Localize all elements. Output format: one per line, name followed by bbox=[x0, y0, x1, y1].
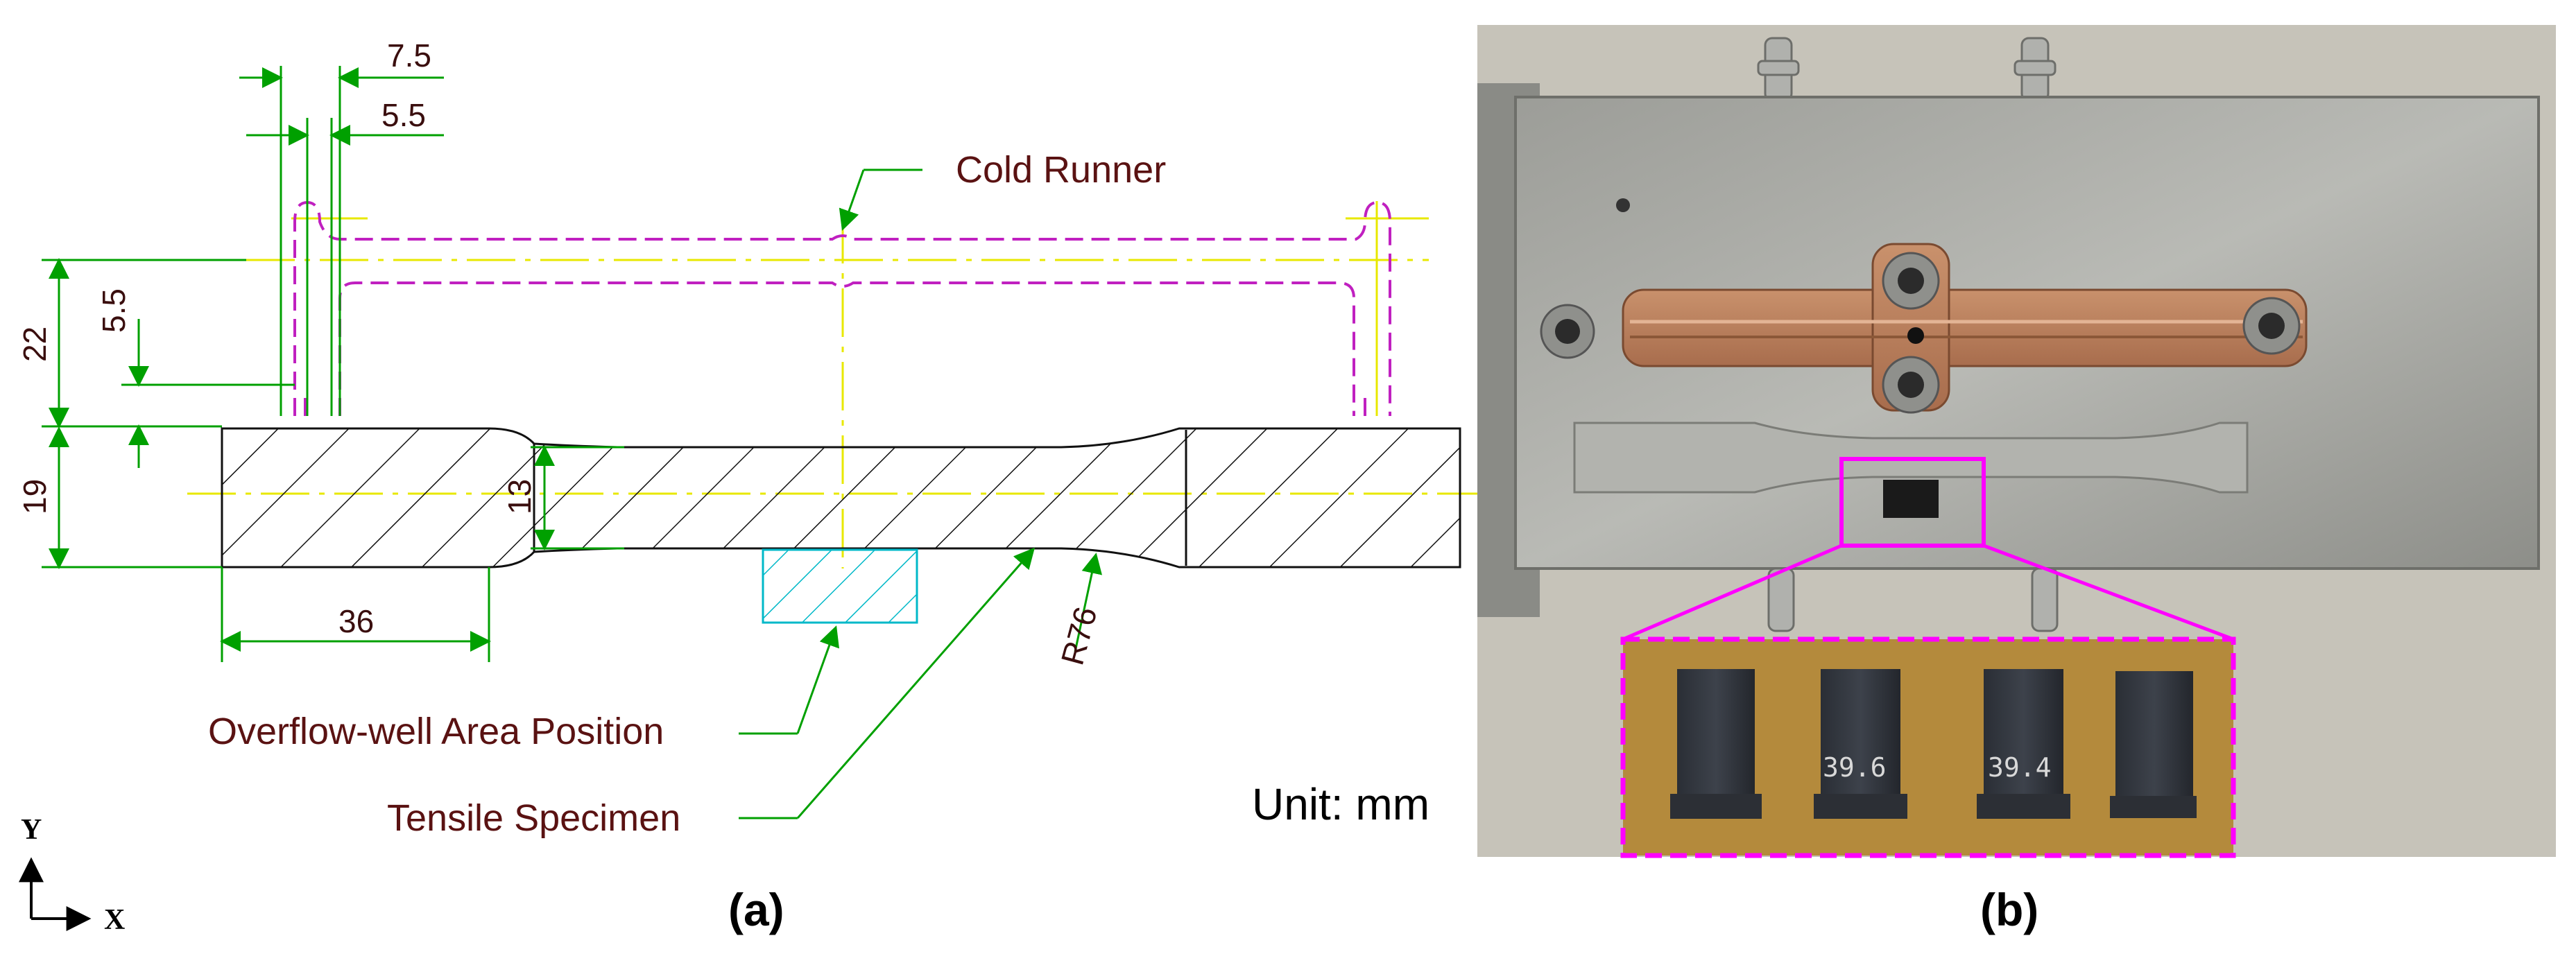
axis-indicator: Y X bbox=[18, 814, 125, 936]
dim-13: 13 bbox=[501, 479, 538, 514]
axis-x-label: X bbox=[104, 904, 125, 936]
unit-label: Unit: mm bbox=[1252, 779, 1429, 829]
overflow-samples: 39.6 39.4 bbox=[1670, 669, 2197, 819]
dim-22: 22 bbox=[17, 327, 53, 362]
zoom-line-left bbox=[1622, 544, 1842, 641]
caption-a: (a) bbox=[728, 884, 784, 935]
inset-dashed-border bbox=[1620, 636, 2236, 858]
tensile-specimen-shape bbox=[221, 427, 1461, 569]
label-overflow-well: Overflow-well Area Position bbox=[208, 711, 664, 752]
dim-36: 36 bbox=[338, 603, 374, 639]
sample-3: 39.4 bbox=[1977, 669, 2070, 819]
overflow-well-area bbox=[762, 548, 918, 624]
screws bbox=[1540, 252, 2301, 414]
dim-19: 19 bbox=[17, 479, 53, 514]
top-bolts bbox=[1757, 37, 2056, 102]
zoom-line-right bbox=[1983, 544, 2234, 641]
dim-5-5-top: 5.5 bbox=[381, 97, 426, 133]
sample-2-mark: 39.6 bbox=[1823, 752, 1887, 783]
label-tensile-specimen: Tensile Specimen bbox=[387, 797, 680, 839]
overflow-well-photo bbox=[1883, 480, 1939, 518]
dim-5-5-left: 5.5 bbox=[96, 288, 132, 333]
dim-7-5: 7.5 bbox=[387, 37, 431, 73]
label-cold-runner: Cold Runner bbox=[956, 149, 1166, 191]
axis-y-label: Y bbox=[21, 814, 42, 846]
dim-r76: R76 bbox=[1054, 603, 1104, 669]
panel-b-photo: 39.6 39.4 Unit: mm (b) bbox=[1252, 25, 2556, 935]
panel-a-drawing: 7.5 5.5 22 5.5 19 13 36 R76 Cold Runner … bbox=[17, 37, 1477, 936]
sample-3-mark: 39.4 bbox=[1988, 752, 2052, 783]
bottom-bolts bbox=[1767, 567, 2059, 632]
sample-2: 39.6 bbox=[1814, 669, 1907, 819]
sample-4 bbox=[2110, 671, 2197, 818]
caption-b: (b) bbox=[1980, 884, 2038, 935]
overflow-highlight-box bbox=[1839, 457, 1986, 548]
pin-hole bbox=[1616, 198, 1630, 212]
sample-1 bbox=[1670, 669, 1762, 819]
dimension-lines bbox=[42, 66, 1103, 819]
